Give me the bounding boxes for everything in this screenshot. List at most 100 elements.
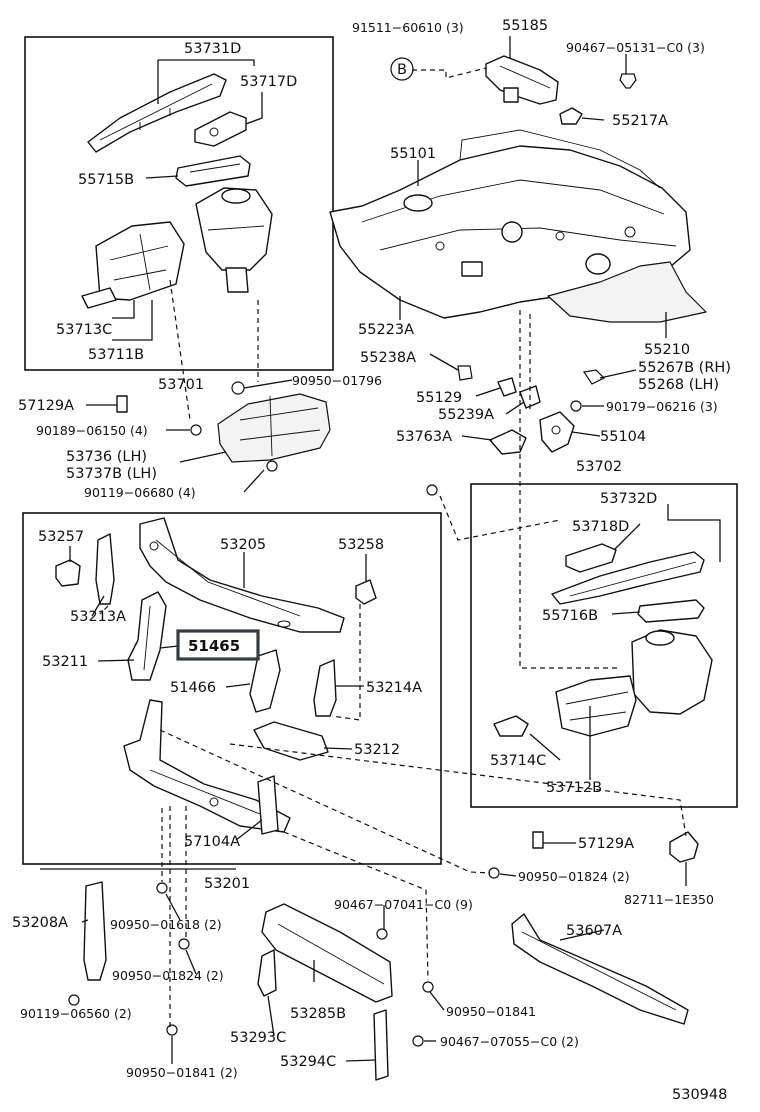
label-90950-01796: 90950−01796 xyxy=(292,373,382,388)
label-90119-06680: 90119−06680 (4) xyxy=(84,485,196,500)
label-53214A: 53214A xyxy=(366,680,422,696)
label-90950-01824-b: 90950−01824 (2) xyxy=(112,968,224,983)
assembly-dashed-lines xyxy=(99,67,687,1028)
label-55715B: 55715B xyxy=(78,172,134,188)
label-90950-01841-a: 90950−01841 xyxy=(446,1004,536,1019)
label-57104A: 57104A xyxy=(184,834,240,850)
bracket-53714C xyxy=(493,715,529,737)
bracket-53257 xyxy=(55,559,81,587)
label-53607A: 53607A xyxy=(566,923,622,939)
label-55716B: 55716B xyxy=(542,608,598,624)
label-51466: 51466 xyxy=(170,680,216,696)
crossmember-53607A xyxy=(511,913,689,1025)
label-53702: 53702 xyxy=(576,459,622,475)
lock-support-53285B xyxy=(261,903,393,1003)
bracket-55716B xyxy=(637,599,705,623)
label-53713C: 53713C xyxy=(56,322,112,338)
clip-90467-05131 xyxy=(619,73,637,89)
label-90467-07055: 90467−07055−C0 (2) xyxy=(440,1034,579,1049)
label-53732D: 53732D xyxy=(600,491,657,507)
label-90467-07041: 90467−07041−C0 (9) xyxy=(334,897,473,912)
plug-57129A-upper xyxy=(116,395,128,413)
clip-55267B xyxy=(582,369,606,385)
clip-55217A xyxy=(559,107,583,125)
plug-57129A-lower xyxy=(532,831,544,849)
side-support-53211 xyxy=(127,591,167,681)
apron-upper-member-53732D xyxy=(551,551,705,605)
brace-53208A xyxy=(83,881,107,981)
label-55268: 55268 (LH) xyxy=(638,377,719,393)
right-group-frame xyxy=(470,483,738,808)
bracket-53213A xyxy=(95,533,115,605)
suspension-tower-53701 xyxy=(195,187,273,293)
label-53701: 53701 xyxy=(158,377,204,393)
label-90467-05131: 90467−05131−C0 (3) xyxy=(566,40,705,55)
bracket-53293C xyxy=(257,949,277,997)
label-53213A: 53213A xyxy=(70,609,126,625)
label-53712B: 53712B xyxy=(546,780,602,796)
label-90950-01841-b: 90950−01841 (2) xyxy=(126,1065,238,1080)
insulator-53736 xyxy=(217,393,331,463)
label-90950-01618: 90950−01618 (2) xyxy=(110,917,222,932)
lower-radiator-support-57104A xyxy=(123,699,291,835)
label-53285B: 53285B xyxy=(290,1006,346,1022)
label-55129: 55129 xyxy=(416,390,462,406)
label-53212: 53212 xyxy=(354,742,400,758)
dash-insulator-55210 xyxy=(547,261,707,323)
bracket-53294C xyxy=(373,1009,389,1081)
label-55217A: 55217A xyxy=(612,113,668,129)
reference-marker-b: B xyxy=(390,57,414,81)
label-91511-60610: 91511−60610 (3) xyxy=(352,20,464,35)
label-90950-01824-a: 90950−01824 (2) xyxy=(518,869,630,884)
bracket-82711-1E350 xyxy=(669,831,699,863)
apron-53712B xyxy=(555,675,637,737)
label-90119-06560: 90119−06560 (2) xyxy=(20,1006,132,1021)
bracket-55715B xyxy=(175,155,251,187)
label-53294C: 53294C xyxy=(280,1054,336,1070)
highlight-box-51465 xyxy=(176,629,260,661)
upper-radiator-support-53205 xyxy=(139,517,345,633)
label-57129A-upper: 57129A xyxy=(18,398,74,414)
label-53257: 53257 xyxy=(38,529,84,545)
label-53711B: 53711B xyxy=(88,347,144,363)
label-53208A: 53208A xyxy=(12,915,68,931)
apron-53711B xyxy=(81,221,185,309)
label-57129A-lower: 57129A xyxy=(578,836,634,852)
bracket-53718D xyxy=(565,543,617,573)
label-53258: 53258 xyxy=(338,537,384,553)
label-82711-1E350: 82711−1E350 xyxy=(624,892,714,907)
bracket-55129 xyxy=(497,377,517,397)
bracket-51466 xyxy=(249,649,281,713)
clip-55238A xyxy=(457,365,473,381)
fasteners xyxy=(68,381,582,1047)
label-53293C: 53293C xyxy=(230,1030,286,1046)
suspension-tower-53702 xyxy=(631,629,713,715)
label-53731D: 53731D xyxy=(184,41,241,57)
label-53736: 53736 (LH) xyxy=(66,449,147,465)
label-55239A: 55239A xyxy=(438,407,494,423)
label-53718D: 53718D xyxy=(572,519,629,535)
label-55210: 55210 xyxy=(644,342,690,358)
label-90189-06150: 90189−06150 (4) xyxy=(36,423,148,438)
label-53714C: 53714C xyxy=(490,753,546,769)
bracket-55185 xyxy=(485,55,559,105)
label-51465: 51465 xyxy=(188,637,240,655)
label-55267B: 55267B (RH) xyxy=(638,360,731,376)
label-53211: 53211 xyxy=(42,654,88,670)
bracket-53212 xyxy=(253,721,329,761)
label-53737B: 53737B (LH) xyxy=(66,466,157,482)
label-53201: 53201 xyxy=(204,876,250,892)
label-53205: 53205 xyxy=(220,537,266,553)
label-55238A: 55238A xyxy=(360,350,416,366)
label-90179-06216: 90179−06216 (3) xyxy=(606,399,718,414)
dash-panel-55101 xyxy=(329,129,691,319)
bracket-53258 xyxy=(355,579,377,605)
upper-left-group-frame xyxy=(24,36,334,371)
bracket-53763A xyxy=(489,429,527,455)
bracket-53214A xyxy=(313,659,337,717)
bracket-53717D xyxy=(194,111,247,147)
label-53717D: 53717D xyxy=(240,74,297,90)
label-55101: 55101 xyxy=(390,146,436,162)
label-53763A: 53763A xyxy=(396,429,452,445)
apron-upper-member-53731D xyxy=(87,73,227,153)
